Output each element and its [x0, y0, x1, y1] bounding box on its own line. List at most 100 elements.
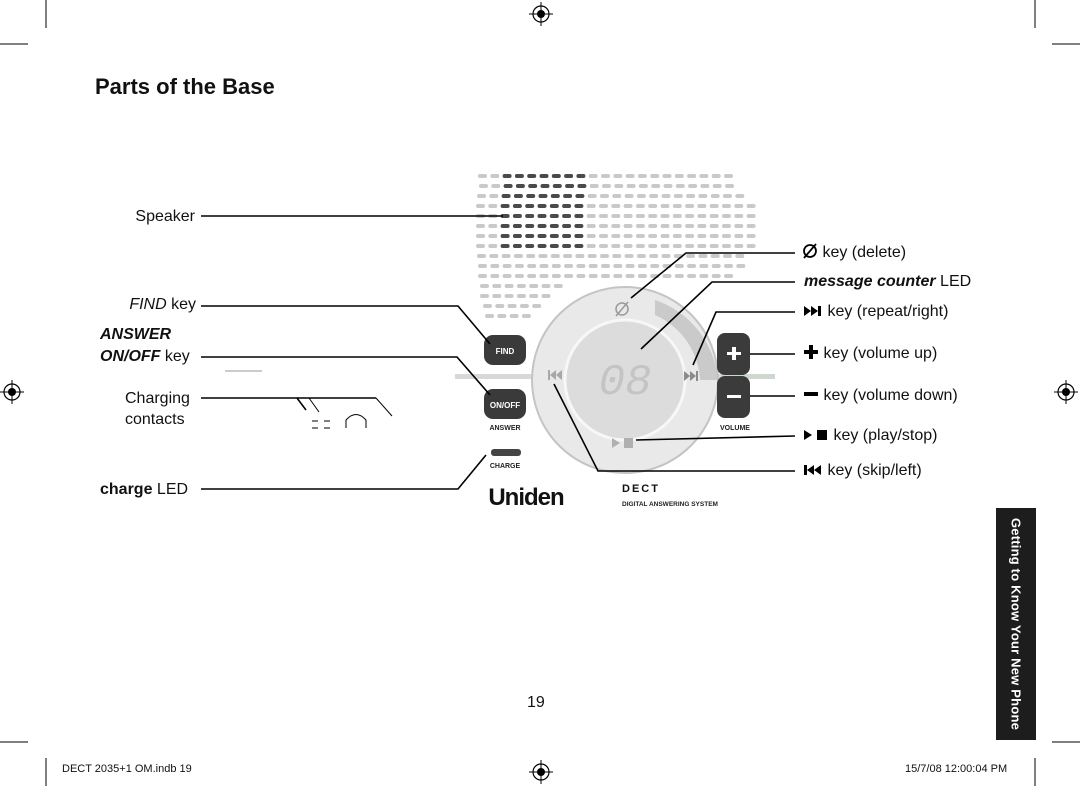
dial-play-stop-icon[interactable] [612, 438, 633, 448]
dial-repeat-right-icon[interactable] [684, 371, 698, 381]
grille-slot [709, 234, 719, 238]
grille-slot [672, 224, 682, 228]
grille-slot [575, 254, 585, 258]
find-button[interactable]: FIND [484, 335, 526, 365]
grille-slot [599, 234, 608, 238]
grille-slot [700, 184, 710, 188]
grille-slot [672, 214, 682, 218]
volume-up-key-text: key (volume up) [823, 345, 938, 362]
grille-slot [478, 274, 487, 278]
grille-slot [515, 184, 525, 188]
onoff-key-label: ON/OFF key [100, 347, 190, 367]
grille-slot [638, 184, 648, 188]
grille-slot [674, 264, 684, 268]
charge-rest: LED [152, 481, 189, 498]
delete-icon [803, 243, 817, 259]
speaker-label: Speaker [135, 208, 195, 225]
grille-slot [623, 214, 633, 218]
grille-slot [637, 274, 647, 278]
grille-slot [734, 224, 744, 228]
grille-slot [562, 204, 572, 208]
grille-slot [601, 274, 610, 278]
grille-slot [636, 254, 646, 258]
grille-slot [662, 274, 672, 278]
dial-delete-icon[interactable] [615, 301, 629, 317]
grille-slot [538, 254, 548, 258]
grille-slot [637, 174, 647, 178]
grille-slot [675, 184, 685, 188]
grille-slot [699, 274, 709, 278]
grille-slot [625, 264, 635, 268]
grille-slot [502, 274, 512, 278]
grille-slot [649, 254, 659, 258]
grille-slot [480, 284, 489, 288]
grille-slot [483, 304, 492, 308]
grille-slot [512, 234, 522, 238]
grille-slot [549, 234, 559, 238]
grille-slot [635, 214, 645, 218]
grille-slot [611, 224, 621, 228]
speaker-grille [476, 174, 756, 318]
grille-slot [699, 264, 709, 268]
grille-slot [623, 244, 633, 248]
grille-slot [602, 184, 611, 188]
grille-slot [672, 244, 682, 248]
grille-slot [587, 194, 597, 198]
grille-slot [746, 214, 756, 218]
grille-slot [674, 274, 684, 278]
grille-slot [576, 264, 586, 268]
footer-timestamp: 15/7/08 12:00:04 PM [905, 763, 1008, 775]
grille-slot [549, 224, 559, 228]
grille-slot [549, 244, 559, 248]
grille-slot [710, 194, 720, 198]
volume-down-button[interactable] [717, 376, 750, 418]
dial-skip-left-icon[interactable] [548, 370, 562, 380]
grille-slot [551, 274, 561, 278]
delete-key-text: key (delete) [822, 244, 907, 261]
grille-slot [525, 244, 535, 248]
grille-slot [485, 314, 494, 318]
grille-slot [626, 184, 636, 188]
leader-lines-left [201, 215, 503, 490]
grille-slot [625, 174, 635, 178]
grille-slot [490, 174, 500, 178]
grille-slot [599, 224, 608, 228]
grille-slot [549, 204, 559, 208]
grille-slot [746, 234, 756, 238]
delete-key-label: key (delete) [802, 243, 906, 263]
volume-up-button[interactable] [717, 333, 750, 375]
grille-slot [512, 214, 522, 218]
grille-slot [501, 194, 511, 198]
grille-slot [601, 264, 610, 268]
charging-contacts [225, 370, 393, 429]
grille-slot [512, 204, 522, 208]
charging-contacts-label-1: Charging [125, 390, 190, 407]
grille-slot [611, 234, 621, 238]
grille-slot [600, 254, 609, 258]
onoff-button[interactable]: ON/OFF [484, 389, 526, 419]
grille-slot [539, 264, 549, 268]
grille-slot [660, 244, 670, 248]
grille-slot [734, 234, 744, 238]
charging-contacts-label-2: contacts [125, 411, 185, 428]
play-stop-icon [804, 430, 827, 440]
onoff-em: ON/OFF [100, 348, 161, 365]
grille-slot [537, 214, 547, 218]
grille-slot [660, 234, 670, 238]
message-counter-display: 08 [599, 358, 652, 408]
grille-slot [476, 224, 485, 228]
repeat-right-icon [804, 306, 821, 316]
grille-slot [623, 234, 633, 238]
grille-slot [697, 224, 707, 228]
grille-slot [563, 254, 573, 258]
grille-slot [711, 174, 721, 178]
grille-slot [574, 224, 584, 228]
grille-slot [746, 204, 756, 208]
grille-slot [651, 184, 661, 188]
volume-down-key-text: key (volume down) [823, 387, 958, 404]
grille-slot [724, 174, 733, 178]
grille-slot [503, 184, 513, 188]
grille-slot [586, 234, 596, 238]
grille-slot [477, 194, 486, 198]
grille-slot [661, 194, 671, 198]
